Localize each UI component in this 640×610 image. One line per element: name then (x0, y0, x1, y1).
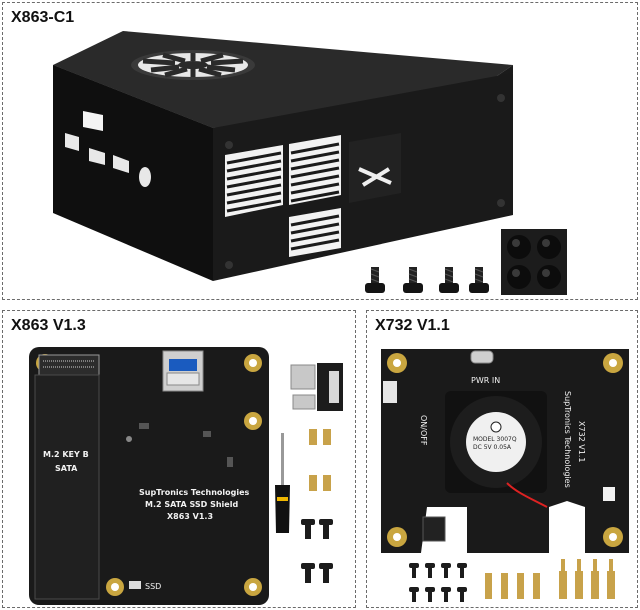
ups-standoffs (485, 559, 615, 599)
brass-standoffs (309, 429, 331, 491)
shield-panel: X863 V1.3 M.2 KEY B SATA SupTronics Tech… (2, 310, 356, 608)
shield-screws (301, 519, 333, 583)
ups-screws (409, 563, 467, 602)
case-illustration (53, 31, 567, 295)
case-fan-grill (131, 50, 255, 80)
case-front-vents (225, 133, 401, 257)
case-screws (365, 267, 489, 293)
board-line2: M.2 SATA SSD Shield (145, 500, 238, 509)
ssd-label: SSD (145, 582, 161, 591)
ups-panel-title: X732 V1.1 (375, 317, 450, 334)
case-panel-title: X863-C1 (11, 9, 75, 26)
m2-slot (34, 374, 100, 600)
side-line1: SupTronics Technologies (563, 391, 572, 488)
onoff-label: ON/OFF (419, 415, 428, 446)
shield-panel-title: X863 V1.3 (11, 317, 86, 334)
pwr-in-label: PWR IN (471, 376, 500, 385)
screwdriver (275, 433, 290, 533)
board-line3: X863 V1.3 (167, 512, 213, 521)
shield-illustration: M.2 KEY B SATA SupTronics Technologies M… (29, 347, 343, 605)
case-panel: X863-C1 (2, 2, 638, 300)
slot-label-line1: M.2 KEY B (43, 450, 89, 459)
slot-label-line2: SATA (55, 464, 78, 473)
fan-label-line2: DC 5V 0.05A (473, 444, 512, 451)
rubber-feet-pad (501, 229, 567, 295)
side-line2: X732 V1.1 (577, 421, 586, 463)
board-line1: SupTronics Technologies (139, 488, 250, 497)
ups-illustration: PWR IN ON/OFF MODEL 3007Q DC 5V 0.05A Su… (381, 349, 629, 602)
ups-panel: X732 V1.1 PWR IN ON/OFF MODEL 3007Q DC 5… (366, 310, 638, 608)
cooling-fan: MODEL 3007Q DC 5V 0.05A (445, 391, 548, 508)
usb-bridge-connector (290, 363, 343, 411)
power-switch (383, 381, 397, 403)
fan-label-line1: MODEL 3007Q (473, 436, 517, 443)
